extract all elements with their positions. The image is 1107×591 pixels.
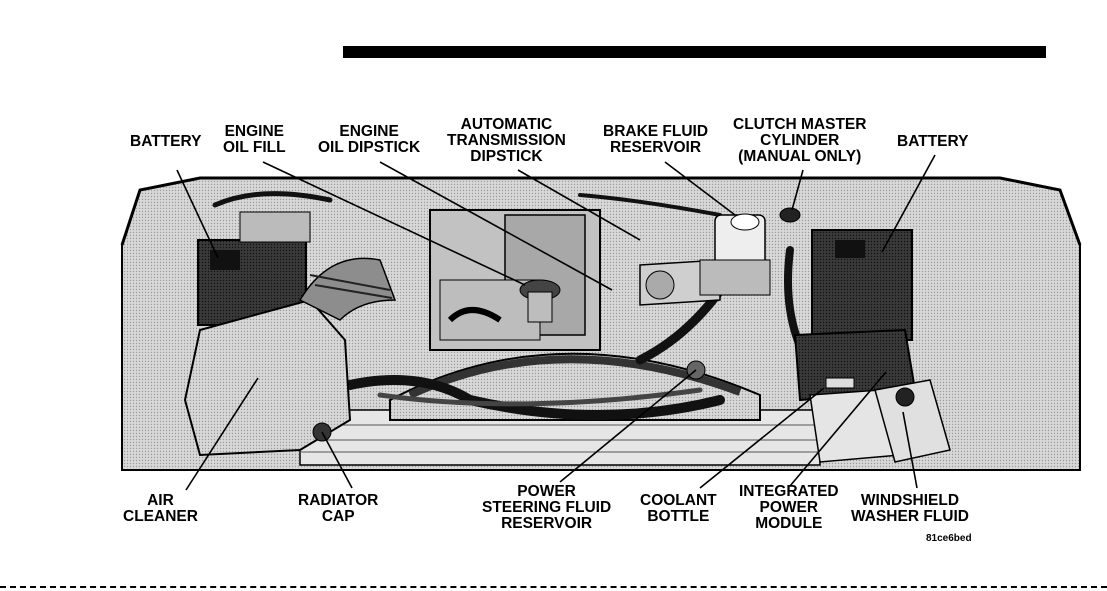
label-battery-right: BATTERY	[897, 134, 968, 150]
right-battery	[812, 230, 912, 340]
clutch-master-cylinder	[780, 208, 800, 222]
label-power-steering-reservoir: POWER STEERING FLUID RESERVOIR	[482, 484, 611, 532]
label-transmission-dipstick: AUTOMATIC TRANSMISSION DIPSTICK	[447, 117, 566, 165]
bottom-rule	[0, 586, 1107, 588]
label-brake-fluid-reservoir: BRAKE FLUID RESERVOIR	[603, 124, 708, 156]
label-coolant-bottle: COOLANT BOTTLE	[640, 493, 717, 525]
label-battery-left: BATTERY	[130, 134, 201, 150]
image-code: 81ce6bed	[926, 533, 972, 544]
label-engine-oil-fill: ENGINE OIL FILL	[223, 124, 286, 156]
label-radiator-cap: RADIATOR CAP	[298, 493, 378, 525]
label-integrated-power-module: INTEGRATED POWER MODULE	[739, 484, 839, 532]
label-engine-oil-dipstick: ENGINE OIL DIPSTICK	[318, 124, 420, 156]
label-windshield-washer-fluid: WINDSHIELD WASHER FLUID	[851, 493, 969, 525]
label-clutch-master-cylinder: CLUTCH MASTER CYLINDER (MANUAL ONLY)	[733, 117, 866, 165]
label-air-cleaner: AIR CLEANER	[123, 493, 198, 525]
